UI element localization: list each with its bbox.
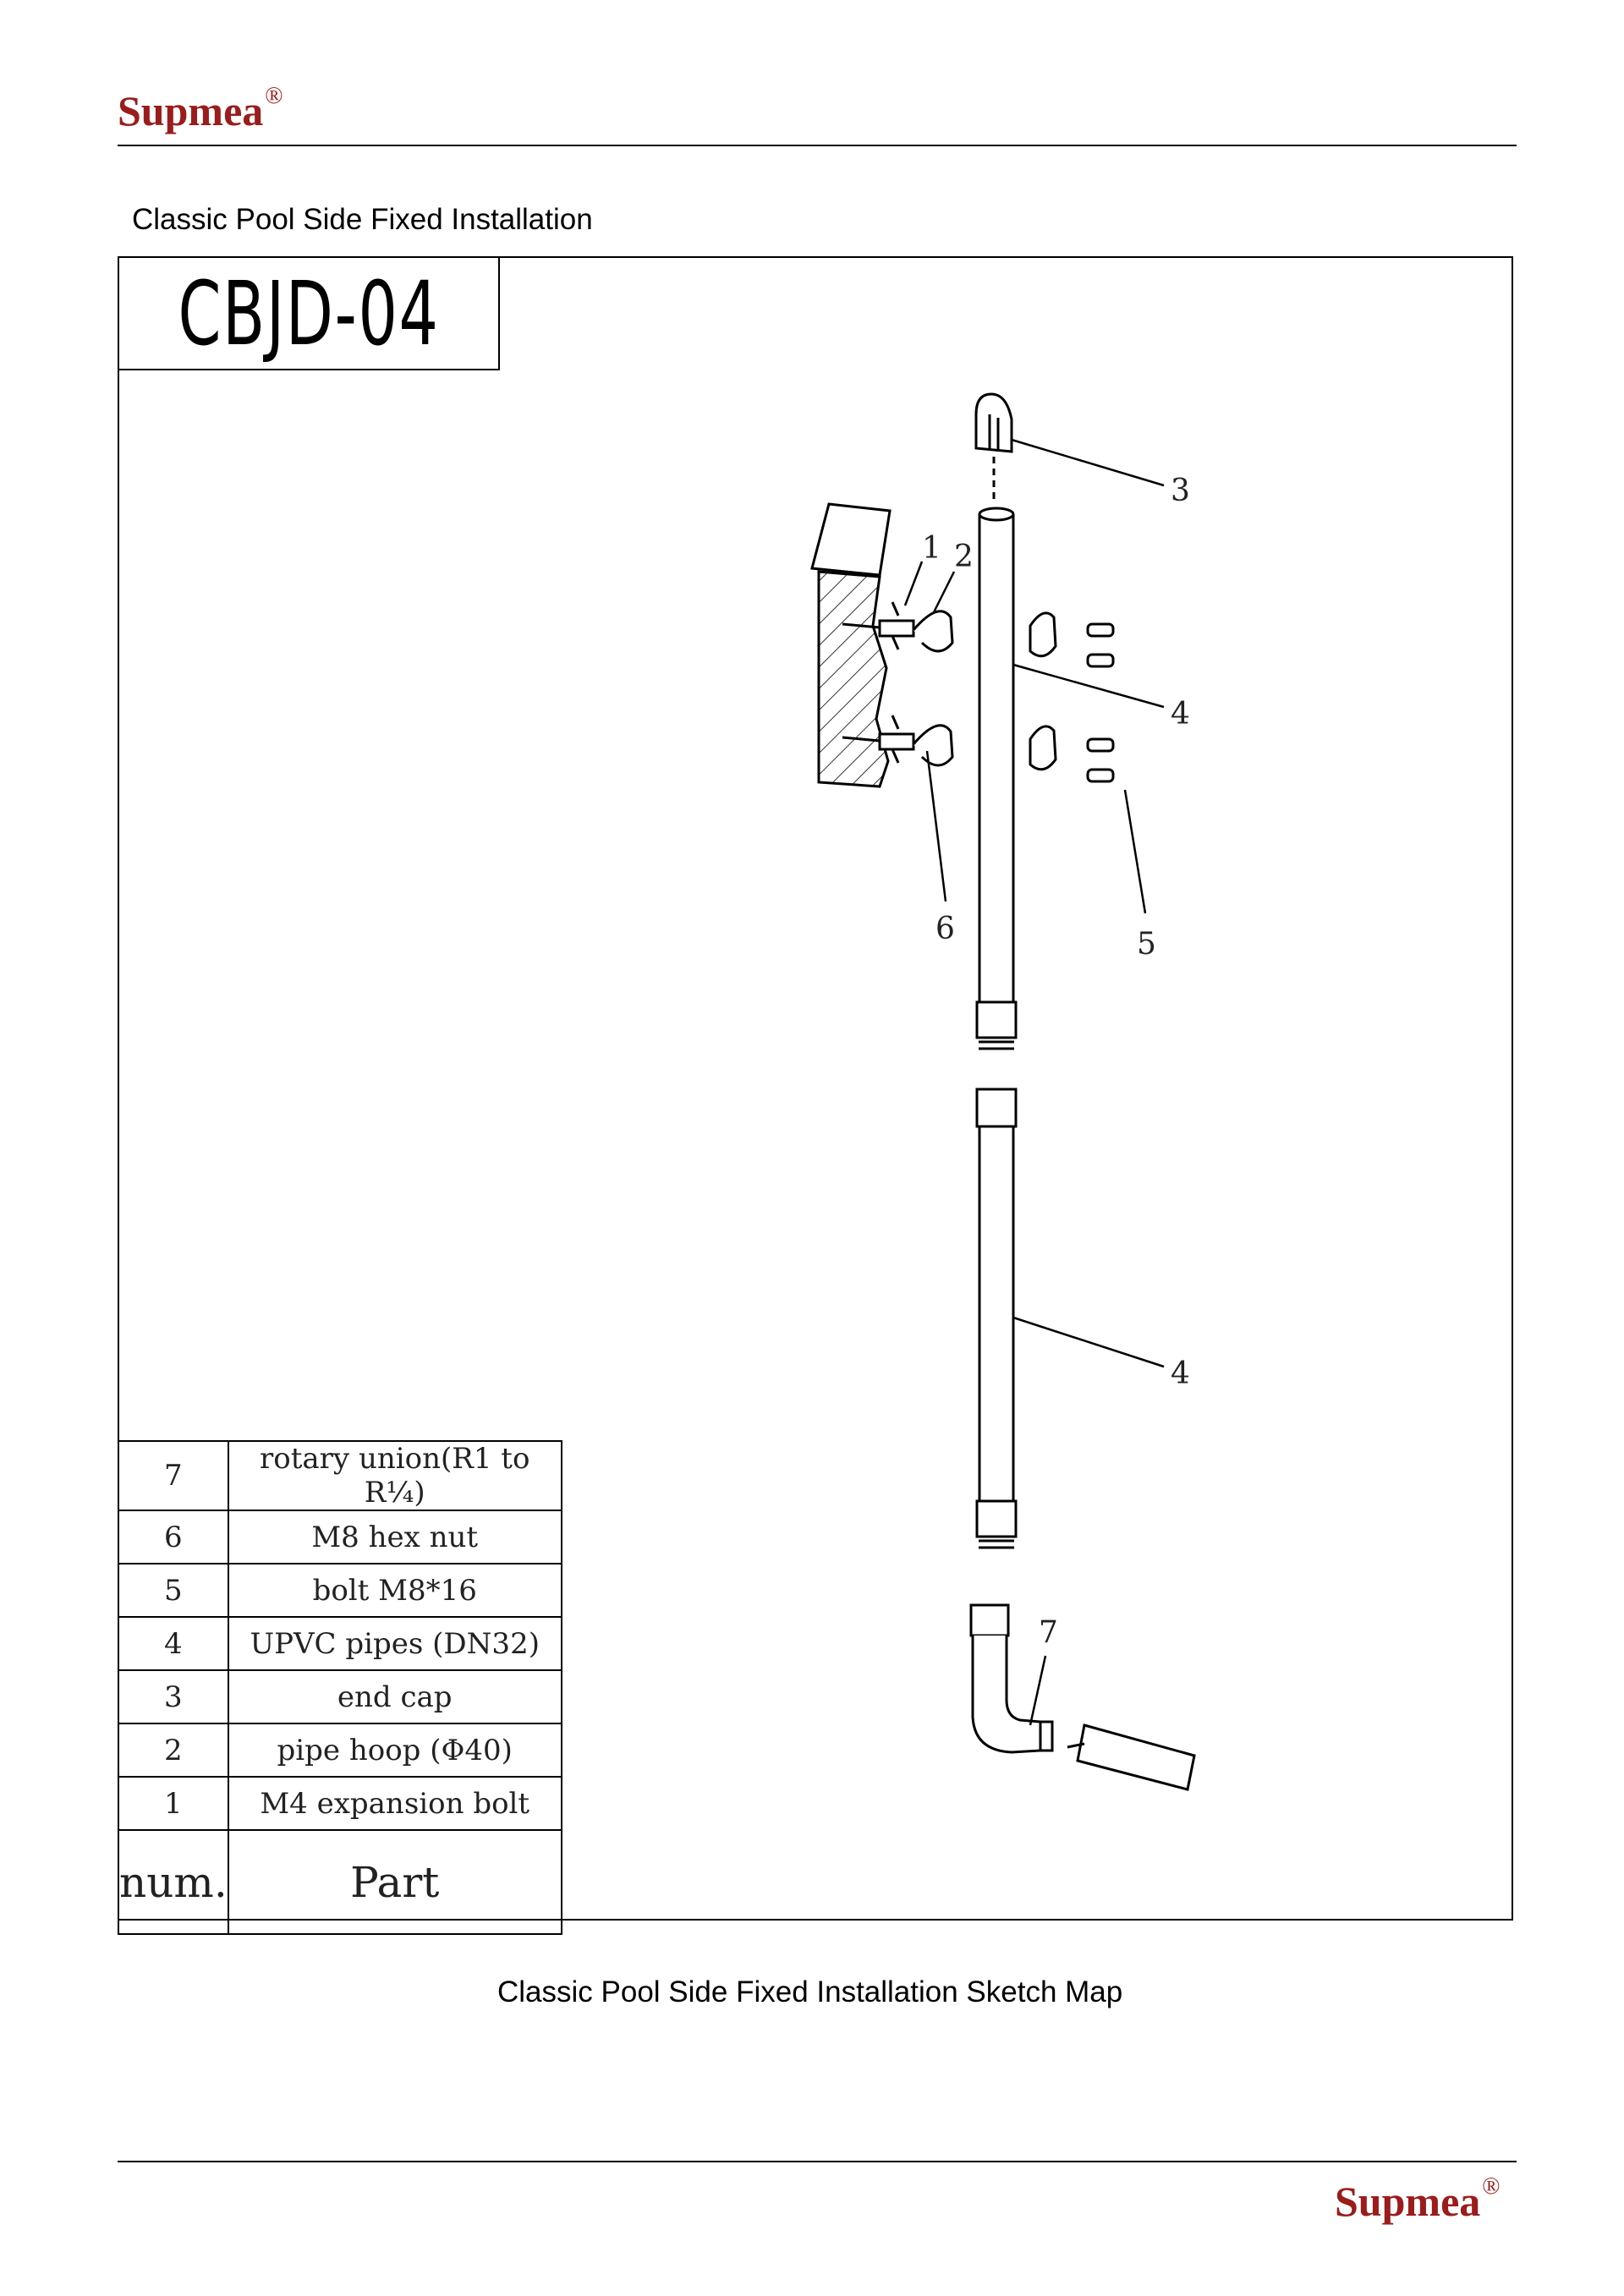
row-part: pipe hoop (Φ40) (227, 1723, 562, 1778)
table-row: 4 UPVC pipes (DN32) (118, 1616, 562, 1671)
header-num: num. (118, 1829, 229, 1935)
row-num: 2 (118, 1723, 229, 1778)
upper-pipe (975, 507, 1018, 1050)
table-row: 5 bolt M8*16 (118, 1563, 562, 1618)
row-num: 3 (118, 1669, 229, 1724)
drawing-frame (118, 256, 1513, 1921)
header-logo: Supmea® (118, 85, 283, 134)
header-part: Part (227, 1829, 562, 1935)
callout-2: 2 (954, 540, 974, 574)
mounting-hardware-upper (842, 601, 1115, 668)
callout-6: 6 (935, 912, 955, 946)
row-num: 7 (118, 1440, 229, 1511)
row-part: rotary union(R1 to R¼) (227, 1440, 562, 1511)
table-row: 3 end cap (118, 1669, 562, 1724)
rotary-union (969, 1603, 1196, 1791)
table-row: 6 M8 hex nut (118, 1510, 562, 1564)
row-num: 5 (118, 1563, 229, 1618)
callout-7: 7 (1039, 1615, 1058, 1650)
page-heading: Classic Pool Side Fixed Installation (132, 203, 593, 236)
row-num: 4 (118, 1616, 229, 1671)
row-part: M8 hex nut (227, 1510, 562, 1564)
row-num: 1 (118, 1776, 229, 1831)
row-part: end cap (227, 1669, 562, 1724)
parts-table: 7 rotary union(R1 to R¼) 6 M8 hex nut 5 … (118, 1440, 562, 1935)
row-part: UPVC pipes (DN32) (227, 1616, 562, 1671)
header-brand: Supmea (118, 87, 264, 134)
callout-3: 3 (1171, 474, 1190, 508)
figure-caption: Classic Pool Side Fixed Installation Ske… (497, 1975, 1123, 2008)
callout-5: 5 (1137, 927, 1156, 962)
callout-1: 1 (922, 531, 941, 566)
table-row: 2 pipe hoop (Φ40) (118, 1723, 562, 1778)
lower-pipe (975, 1088, 1018, 1549)
table-header-row: num. Part (118, 1829, 562, 1935)
table-row: 7 rotary union(R1 to R¼) (118, 1440, 562, 1511)
model-text: CBJD-04 (178, 261, 440, 365)
row-num: 6 (118, 1510, 229, 1564)
leader-lines (903, 438, 1165, 1726)
header-rule (118, 145, 1517, 146)
row-part: M4 expansion bolt (227, 1776, 562, 1831)
footer-rule (118, 2161, 1517, 2162)
table-row: 1 M4 expansion bolt (118, 1776, 562, 1831)
registered-mark: ® (1482, 2173, 1501, 2200)
pool-wall (810, 502, 892, 788)
footer-logo: Supmea® (1335, 2175, 1501, 2225)
registered-mark: ® (265, 83, 283, 109)
callout-4-upper: 4 (1171, 697, 1190, 732)
mounting-hardware-lower (842, 715, 1115, 783)
row-part: bolt M8*16 (227, 1563, 562, 1618)
end-cap (974, 392, 1013, 504)
footer-brand: Supmea (1335, 2178, 1481, 2225)
model-number: CBJD-04 (118, 256, 500, 370)
callout-4-lower: 4 (1171, 1356, 1190, 1391)
